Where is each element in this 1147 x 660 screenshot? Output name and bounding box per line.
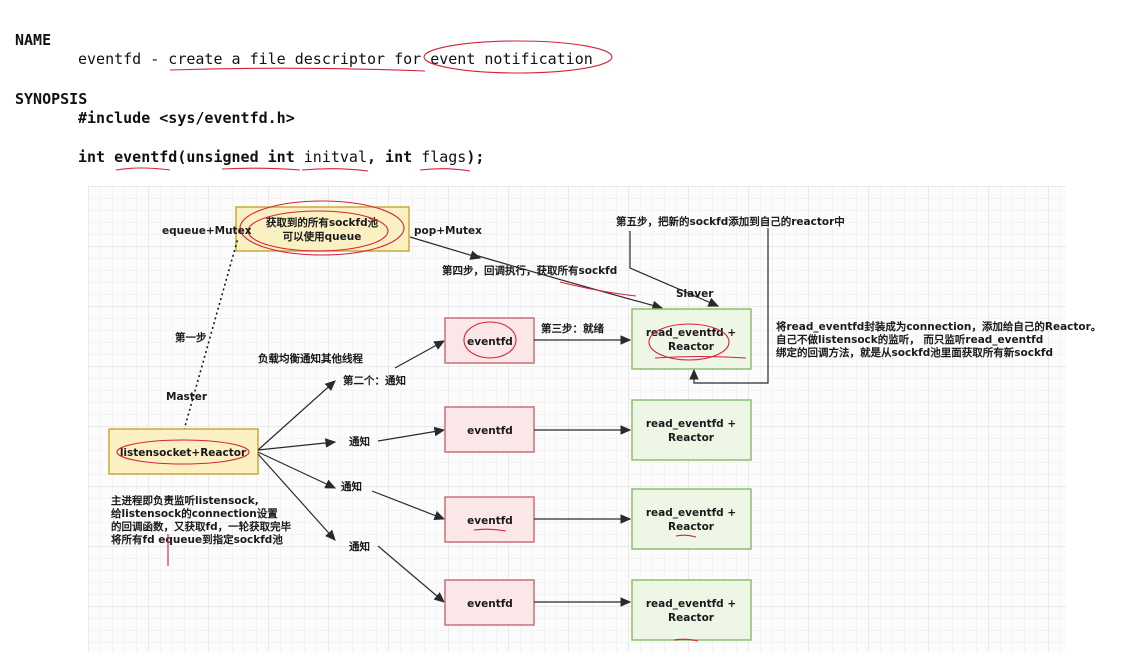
eventfd-box xyxy=(444,406,535,453)
slaver-reactor-box xyxy=(631,399,752,461)
annotation-underline xyxy=(675,534,697,538)
annotation-circle xyxy=(239,200,405,256)
master-note-line: 将所有fd equeue到指定sockfd池 xyxy=(111,533,283,546)
slaver-reactor-box xyxy=(631,308,752,370)
annotation-underline xyxy=(473,528,507,532)
fanout-arrow xyxy=(257,380,336,451)
notify-arrow xyxy=(371,490,446,520)
annotation-underline xyxy=(673,638,699,642)
annotation-underline xyxy=(221,167,301,171)
master-to-pool-line xyxy=(183,237,239,431)
slaver-note-line: 自己不做listensock的监听， 而只监听read_eventfd xyxy=(776,333,1043,346)
reactor-label: Reactor xyxy=(668,521,715,533)
master-note-line: 主进程即负责监听listensock, xyxy=(111,494,259,507)
annotation-underline xyxy=(419,168,471,172)
include-line: #include <sys/eventfd.h> xyxy=(78,109,295,127)
master-note-line: 的回调函数，又获取fd，一轮获取完毕 xyxy=(111,520,292,533)
slaver-reactor-box xyxy=(631,488,752,550)
prototype-line: int eventfd(unsigned int initval, int fl… xyxy=(78,148,484,166)
proto-function: eventfd xyxy=(114,148,178,166)
notify-second-label: 第二个：通知 xyxy=(343,374,406,387)
proto-part: (unsigned int xyxy=(177,148,304,166)
loop-arrow xyxy=(689,228,769,384)
slaver-reactor-box xyxy=(631,579,752,641)
notify-arrow xyxy=(377,545,445,603)
step3-label: 第三步：就绪 xyxy=(541,322,604,335)
pop-arrow xyxy=(409,236,482,260)
fanout-arrow xyxy=(257,451,337,489)
proto-arg-flags: flags xyxy=(421,148,467,166)
eventfd-label: eventfd xyxy=(467,425,513,437)
eventfd-box xyxy=(444,579,535,626)
reactor-label: Reactor xyxy=(668,432,715,444)
proto-part: , int xyxy=(367,148,422,166)
reactor-label: read_eventfd + xyxy=(646,598,736,610)
notify-label: 通知 xyxy=(341,480,362,493)
slaver-label: Slaver xyxy=(676,288,714,300)
annotation-circle xyxy=(463,321,517,359)
eventfd-label: eventfd xyxy=(467,515,513,527)
reactor-label: read_eventfd + xyxy=(646,507,736,519)
reactor-label: Reactor xyxy=(668,612,715,624)
sockfd-pool-box xyxy=(235,206,410,252)
notify-arrow xyxy=(377,426,446,442)
notify-label: 通知 xyxy=(349,435,370,448)
enqueue-label: equeue+Mutex xyxy=(162,225,252,237)
eventfd-label: eventfd xyxy=(467,598,513,610)
eventfd-box xyxy=(444,317,535,364)
name-header: NAME xyxy=(15,31,52,49)
pop-label: pop+Mutex xyxy=(414,225,482,237)
annotation-circle xyxy=(648,323,730,361)
eventfd-box xyxy=(444,496,535,543)
reactor-label: Reactor xyxy=(668,341,715,353)
reactor-label: read_eventfd + xyxy=(646,327,736,339)
synopsis-header: SYNOPSIS xyxy=(15,90,88,108)
callback-arrow xyxy=(474,254,664,311)
annotation-underline xyxy=(654,355,747,359)
reactor-label: read_eventfd + xyxy=(646,418,736,430)
eventfd-label: eventfd xyxy=(467,336,513,348)
annotation-circle xyxy=(247,210,389,252)
slaver-note-line: 将read_eventfd封装成为connection，添加给自己的Reacto… xyxy=(776,320,1101,333)
fanout-arrow xyxy=(257,453,336,541)
step5-arrow xyxy=(629,231,720,307)
master-note-line: 给listensock的connection设置 xyxy=(111,507,278,520)
annotation-underline xyxy=(301,168,369,172)
man-annotations xyxy=(115,40,613,172)
listen-reactor-box xyxy=(108,428,259,475)
sockfd-pool-label: 可以使用queue xyxy=(283,230,362,243)
proto-part: ); xyxy=(466,148,485,166)
proto-return-type: int xyxy=(78,148,115,166)
step5-label: 第五步，把新的sockfd添加到自己的reactor中 xyxy=(616,215,845,228)
annotation-underline xyxy=(115,167,171,171)
notify-label: 通知 xyxy=(349,540,370,553)
sockfd-pool-label: 获取到的所有sockfd池 xyxy=(266,216,379,229)
load-balance-label: 负载均衡通知其他线程 xyxy=(258,352,363,365)
notify-arrow xyxy=(394,340,446,369)
annotation-circle xyxy=(116,439,250,465)
annotation-underline xyxy=(169,67,426,72)
annotation-underline xyxy=(559,281,637,297)
master-label: Master xyxy=(166,391,208,403)
name-line: eventfd - create a file descriptor for e… xyxy=(78,50,593,68)
fanout-arrow xyxy=(257,438,337,451)
listen-reactor-label: listensocket+Reactor xyxy=(120,447,247,459)
slaver-note-line: 绑定的回调方法，就是从sockfd池里面获取所有新sockfd xyxy=(776,346,1053,359)
proto-arg-initval: initval xyxy=(303,148,367,166)
step1-label: 第一步 xyxy=(175,331,207,344)
annotation-circle xyxy=(423,40,613,74)
diagram-canvas xyxy=(88,186,1066,652)
